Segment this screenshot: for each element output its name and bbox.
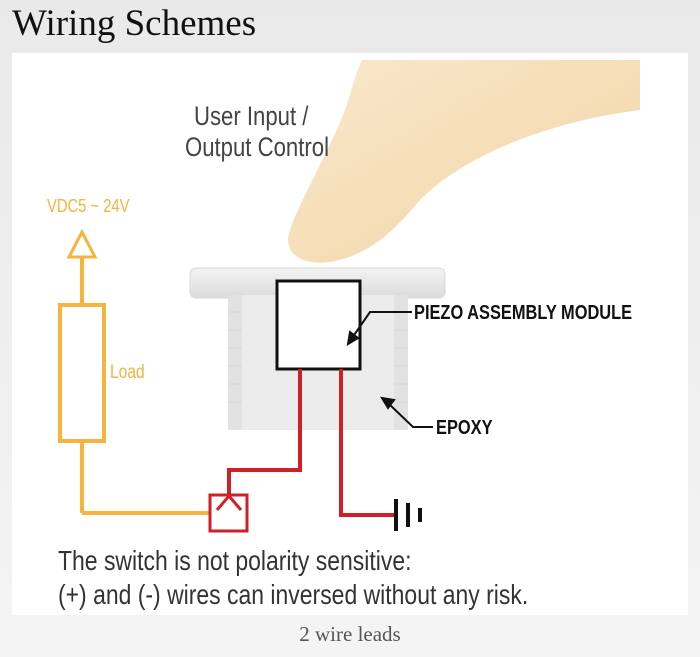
epoxy-label: EPOXY — [436, 417, 493, 439]
load-label: Load — [110, 362, 145, 383]
finger-illustration — [288, 60, 640, 263]
piezo-module-box — [275, 279, 362, 371]
piezo-label: PIEZO ASSEMBLY MODULE — [414, 302, 633, 324]
user-input-label-line1: User Input / — [194, 101, 309, 131]
piezo-leader — [346, 311, 412, 346]
ground-icon — [394, 499, 422, 531]
user-input-label-line2: Output Control — [185, 132, 329, 162]
epoxy-leader — [380, 396, 433, 428]
polarity-note-line1: The switch is not polarity sensitive: — [58, 545, 412, 576]
polarity-note-line2: (+) and (-) wires can inversed without a… — [58, 579, 529, 610]
page-title: Wiring Schemes — [12, 3, 257, 44]
red-wire — [208, 369, 394, 533]
yellow-wire — [58, 228, 210, 515]
figure-caption: 2 wire leads — [299, 622, 401, 646]
voltage-label: VDC5 ~ 24V — [47, 196, 130, 216]
